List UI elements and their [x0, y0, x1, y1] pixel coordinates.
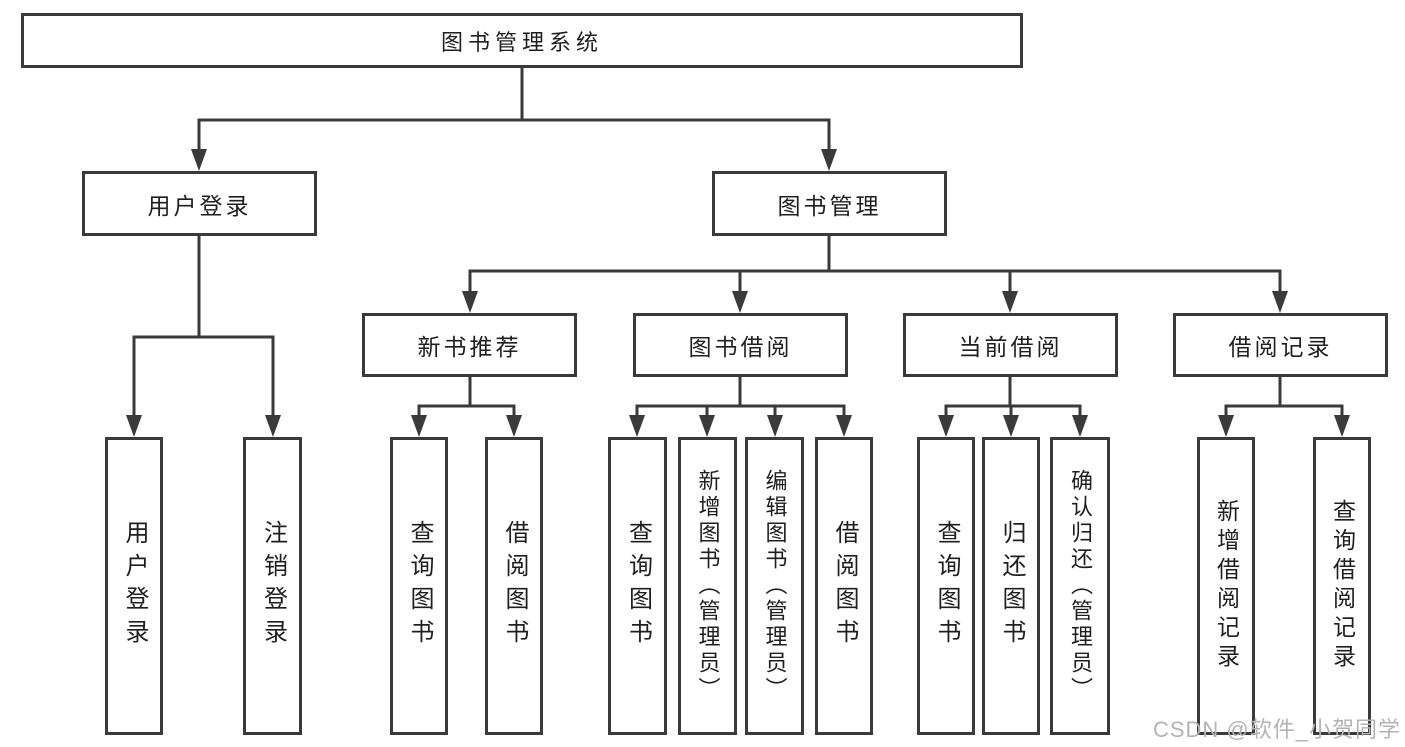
node-root-label: 图书管理系统 — [440, 29, 603, 55]
leaf-borrow-books-recommend-label: 借阅图书 — [501, 520, 528, 652]
leaf-query-books-recommend-label: 查询图书 — [406, 520, 433, 652]
leaf-confirm-return-admin-label: 确认归还（管理员） — [1068, 469, 1093, 703]
leaf-logout: 注销登录 — [243, 437, 302, 735]
leaf-query-books-current: 查询图书 — [917, 437, 975, 735]
node-new-book-recommend-label: 新书推荐 — [417, 334, 522, 360]
leaf-add-borrow-record-label: 新增借阅记录 — [1213, 499, 1240, 673]
leaf-query-books-borrowing: 查询图书 — [608, 437, 667, 735]
csdn-watermark: CSDN @软件_小贺同学 — [1152, 717, 1401, 742]
leaf-borrow-books-recommend: 借阅图书 — [485, 437, 543, 735]
leaf-query-borrow-record-label: 查询借阅记录 — [1329, 499, 1356, 673]
node-book-borrowing-label: 图书借阅 — [688, 334, 793, 360]
leaf-query-books-current-label: 查询图书 — [933, 520, 960, 652]
leaf-add-borrow-record: 新增借阅记录 — [1197, 437, 1255, 735]
leaf-user-login-label: 用户登录 — [121, 520, 148, 652]
leaf-query-books-borrowing-label: 查询图书 — [624, 520, 652, 652]
connector-wires — [132, 66, 1344, 431]
leaf-logout-label: 注销登录 — [259, 520, 287, 652]
leaf-borrow-books: 借阅图书 — [815, 437, 873, 735]
leaf-edit-book-admin-label: 编辑图书（管理员） — [762, 469, 788, 703]
node-borrowing-records: 借阅记录 — [1173, 313, 1388, 377]
leaf-query-books-recommend: 查询图书 — [390, 437, 448, 735]
node-new-book-recommend: 新书推荐 — [362, 313, 577, 377]
node-current-borrowing: 当前借阅 — [903, 313, 1118, 377]
node-book-management: 图书管理 — [712, 171, 947, 236]
arrowheads — [126, 149, 1350, 437]
node-book-borrowing: 图书借阅 — [633, 313, 848, 377]
leaf-borrow-books-label: 借阅图书 — [831, 520, 858, 652]
leaf-user-login: 用户登录 — [105, 437, 163, 735]
leaf-add-book-admin: 新增图书（管理员） — [678, 437, 737, 735]
leaf-return-book-label: 归还图书 — [998, 520, 1025, 652]
leaf-add-book-admin-label: 新增图书（管理员） — [695, 469, 721, 703]
node-book-management-label: 图书管理 — [777, 192, 882, 219]
node-user-login-label: 用户登录 — [147, 192, 252, 219]
leaf-confirm-return-admin: 确认归还（管理员） — [1050, 437, 1110, 735]
node-root: 图书管理系统 — [21, 13, 1023, 68]
leaf-edit-book-admin: 编辑图书（管理员） — [745, 437, 804, 735]
node-current-borrowing-label: 当前借阅 — [958, 334, 1063, 360]
leaf-query-borrow-record: 查询借阅记录 — [1313, 437, 1371, 735]
node-user-login: 用户登录 — [82, 171, 317, 236]
node-borrowing-records-label: 借阅记录 — [1228, 334, 1333, 360]
leaf-return-book: 归还图书 — [982, 437, 1040, 735]
